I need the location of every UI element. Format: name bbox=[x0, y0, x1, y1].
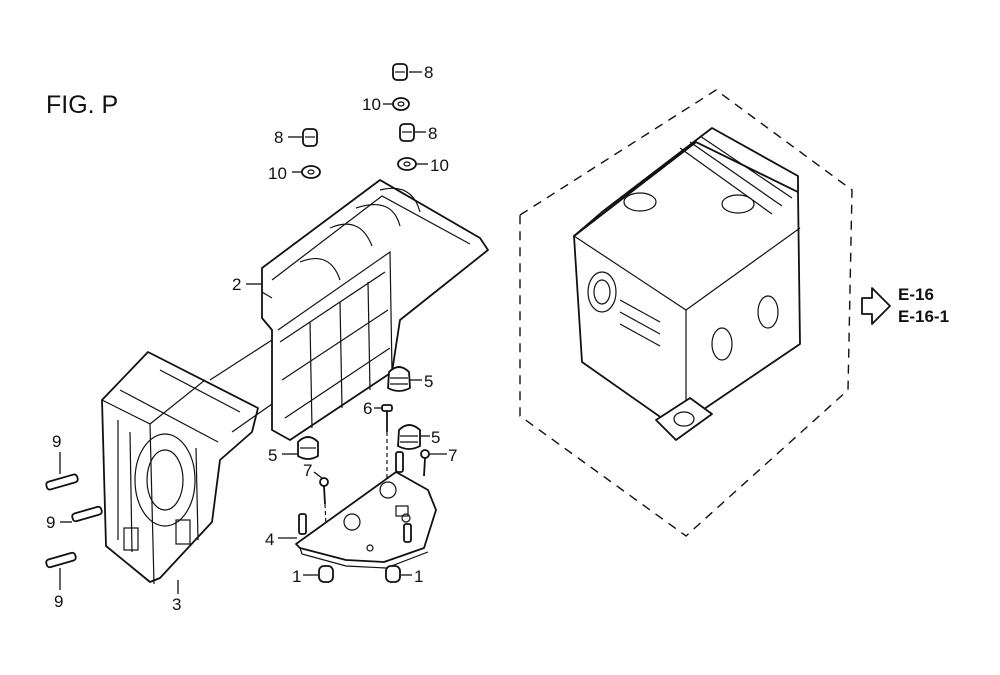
callout-6: 6 bbox=[363, 399, 372, 418]
mount-block-part-3 bbox=[101, 351, 259, 585]
cap-1-left bbox=[318, 565, 334, 583]
nut-8-left bbox=[302, 128, 318, 147]
callout-5-right: 5 bbox=[431, 428, 440, 447]
callout-5-upper: 5 bbox=[424, 372, 433, 391]
base-plate-part-4 bbox=[295, 471, 437, 569]
callout-8-right: 8 bbox=[428, 124, 437, 143]
cap-1-right bbox=[385, 565, 401, 583]
callout-9-bottom: 9 bbox=[54, 592, 63, 611]
callout-3: 3 bbox=[172, 595, 181, 614]
figure-title: FIG. P bbox=[46, 91, 118, 119]
rubber-mount-5-upper bbox=[387, 366, 411, 392]
screw-7-left bbox=[319, 477, 329, 527]
callout-2: 2 bbox=[232, 275, 241, 294]
washer-10-left bbox=[301, 165, 321, 179]
screw-7-right bbox=[420, 449, 430, 477]
hollow-right-arrow-icon bbox=[861, 287, 891, 325]
callout-10-right: 10 bbox=[430, 156, 449, 175]
stud-4 bbox=[298, 513, 307, 535]
nut-8-top bbox=[392, 63, 408, 81]
callout-10-left: 10 bbox=[268, 164, 287, 183]
callout-4: 4 bbox=[265, 530, 274, 549]
callout-5-left: 5 bbox=[268, 446, 277, 465]
callout-1-right: 1 bbox=[414, 567, 423, 586]
rubber-mount-5-right bbox=[397, 424, 421, 450]
bracket-part-2 bbox=[261, 179, 489, 441]
muffler-assembly bbox=[573, 127, 801, 441]
bolt-9-middle bbox=[71, 505, 103, 523]
bolt-9-bottom bbox=[45, 551, 77, 569]
callout-1-left: 1 bbox=[292, 567, 301, 586]
stud-plate-bottom bbox=[403, 523, 412, 543]
washer-10-top bbox=[392, 97, 410, 111]
callout-9-middle: 9 bbox=[46, 513, 55, 532]
callout-10-top: 10 bbox=[362, 95, 381, 114]
bolt-9-top bbox=[45, 473, 79, 491]
stud-plate-right bbox=[395, 451, 404, 473]
callout-7-right: 7 bbox=[448, 446, 457, 465]
reference-e-16-1[interactable]: E-16-1 bbox=[898, 307, 949, 326]
callout-8-top: 8 bbox=[424, 63, 433, 82]
rubber-mount-5-left bbox=[297, 436, 319, 460]
washer-10-right bbox=[397, 157, 417, 171]
reference-e-16[interactable]: E-16 bbox=[898, 285, 934, 304]
callout-8-left: 8 bbox=[274, 128, 283, 147]
callout-7-left: 7 bbox=[303, 461, 312, 480]
callout-9-top: 9 bbox=[52, 432, 61, 451]
nut-8-right bbox=[399, 123, 415, 142]
reference-assembly-outline bbox=[519, 89, 853, 537]
